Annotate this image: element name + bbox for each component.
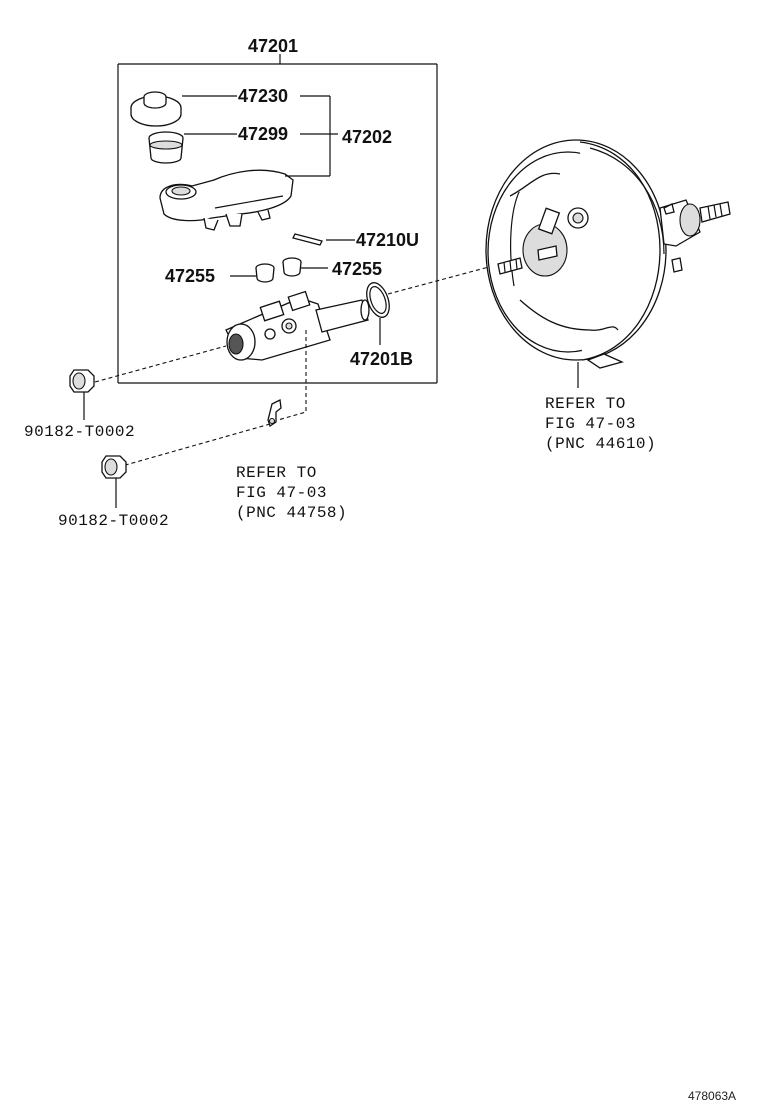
mounting-stud-line — [94, 345, 227, 383]
label-reservoir-cap: 47230 — [238, 86, 288, 106]
reservoir-strainer[interactable] — [148, 131, 184, 164]
refer-bracket-line3: (PNC 44758) — [236, 504, 347, 522]
brake-booster[interactable] — [485, 139, 731, 369]
label-strainer: 47299 — [238, 124, 288, 144]
reservoir-kit-bracket — [285, 95, 338, 177]
refer-bracket-line2: FIG 47-03 — [236, 484, 327, 502]
bracket-drop-line — [277, 330, 307, 421]
master-cylinder-assembly-box — [117, 54, 438, 384]
refer-booster-line2: FIG 47-03 — [545, 415, 636, 433]
refer-booster-line3: (PNC 44610) — [545, 435, 656, 453]
label-reservoir-kit: 47202 — [342, 127, 392, 147]
reservoir-body[interactable] — [159, 169, 294, 231]
o-ring[interactable] — [362, 280, 393, 321]
label-o-ring: 47201B — [350, 349, 413, 369]
label-grommet-left: 47255 — [165, 266, 215, 286]
nut-upper[interactable] — [69, 369, 95, 393]
label-pin: 47210U — [356, 230, 419, 250]
refer-note-booster: REFER TO FIG 47-03 (PNC 44610) — [545, 395, 656, 453]
reservoir-pin[interactable] — [292, 233, 323, 246]
label-assembly: 47201 — [248, 36, 298, 56]
refer-note-bracket: REFER TO FIG 47-03 (PNC 44758) — [236, 464, 347, 522]
figure-id: 478063A — [688, 1089, 736, 1103]
reservoir-cap[interactable] — [130, 91, 182, 127]
nut-lower[interactable] — [101, 455, 127, 479]
grommet-left[interactable] — [255, 263, 275, 283]
grommet-right[interactable] — [282, 257, 302, 277]
label-nut-lower: 90182-T0002 — [58, 512, 169, 530]
booster-rod-line — [387, 263, 501, 295]
lower-nut-line — [121, 423, 271, 467]
master-cylinder-body[interactable] — [225, 290, 370, 361]
refer-booster-line1: REFER TO — [545, 395, 626, 413]
brake-line-bracket[interactable] — [267, 399, 282, 428]
label-nut-upper: 90182-T0002 — [24, 423, 135, 441]
refer-bracket-line1: REFER TO — [236, 464, 317, 482]
label-grommet-right: 47255 — [332, 259, 382, 279]
